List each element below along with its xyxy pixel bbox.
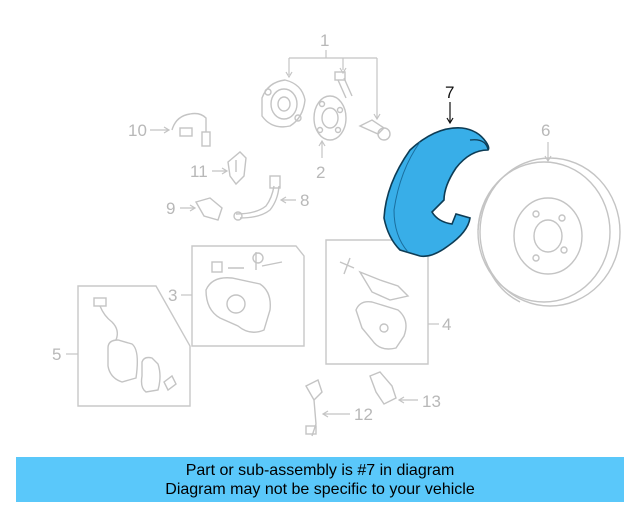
callout-5: 5 — [52, 345, 61, 364]
caliper-carrier — [339, 257, 410, 350]
abs-sensor-cable — [171, 112, 211, 147]
wear-sensor — [305, 379, 323, 437]
brake-pads — [93, 297, 177, 393]
callout-13-leader — [397, 396, 418, 404]
callout-11-leader — [212, 167, 229, 175]
brake-hose-bracket — [194, 197, 223, 221]
callout-12-leader — [321, 410, 350, 418]
wheel-hub — [313, 95, 347, 141]
callout-2: 2 — [316, 163, 325, 182]
brake-caliper — [205, 252, 283, 333]
hose-bracket — [227, 151, 247, 186]
sensor-bracket — [369, 371, 397, 405]
hub-bearing — [261, 79, 306, 128]
callout-1-bracket — [285, 50, 381, 121]
callout-7: 7 — [445, 83, 454, 102]
callout-3: 3 — [168, 286, 177, 305]
callout-2-leader — [318, 139, 326, 158]
info-banner: Part or sub-assembly is #7 in diagram Di… — [16, 457, 624, 502]
callout-13: 13 — [422, 392, 441, 411]
pad-box — [77, 285, 191, 407]
hub-bolt — [334, 71, 353, 99]
callout-10-leader — [150, 126, 171, 134]
callout-1: 1 — [320, 31, 329, 50]
callout-8-leader — [279, 196, 296, 204]
brake-rotor — [477, 157, 621, 307]
callout-6: 6 — [541, 121, 550, 140]
callout-12: 12 — [354, 405, 373, 424]
callout-11: 11 — [190, 162, 208, 181]
banner-line-1: Part or sub-assembly is #7 in diagram — [185, 461, 455, 479]
splash-shield — [383, 127, 490, 258]
callout-7-leader — [446, 102, 454, 125]
callout-9: 9 — [166, 199, 175, 218]
brake-hose — [233, 175, 281, 221]
callout-10: 10 — [128, 121, 147, 140]
parts-diagram: 1 2 10 11 9 — [52, 31, 621, 437]
callout-8: 8 — [300, 191, 309, 210]
axle-bolt — [358, 119, 391, 141]
callout-4: 4 — [442, 315, 451, 334]
callout-9-leader — [180, 204, 197, 212]
caliper-box — [191, 245, 305, 347]
banner-line-2: Diagram may not be specific to your vehi… — [165, 480, 475, 498]
